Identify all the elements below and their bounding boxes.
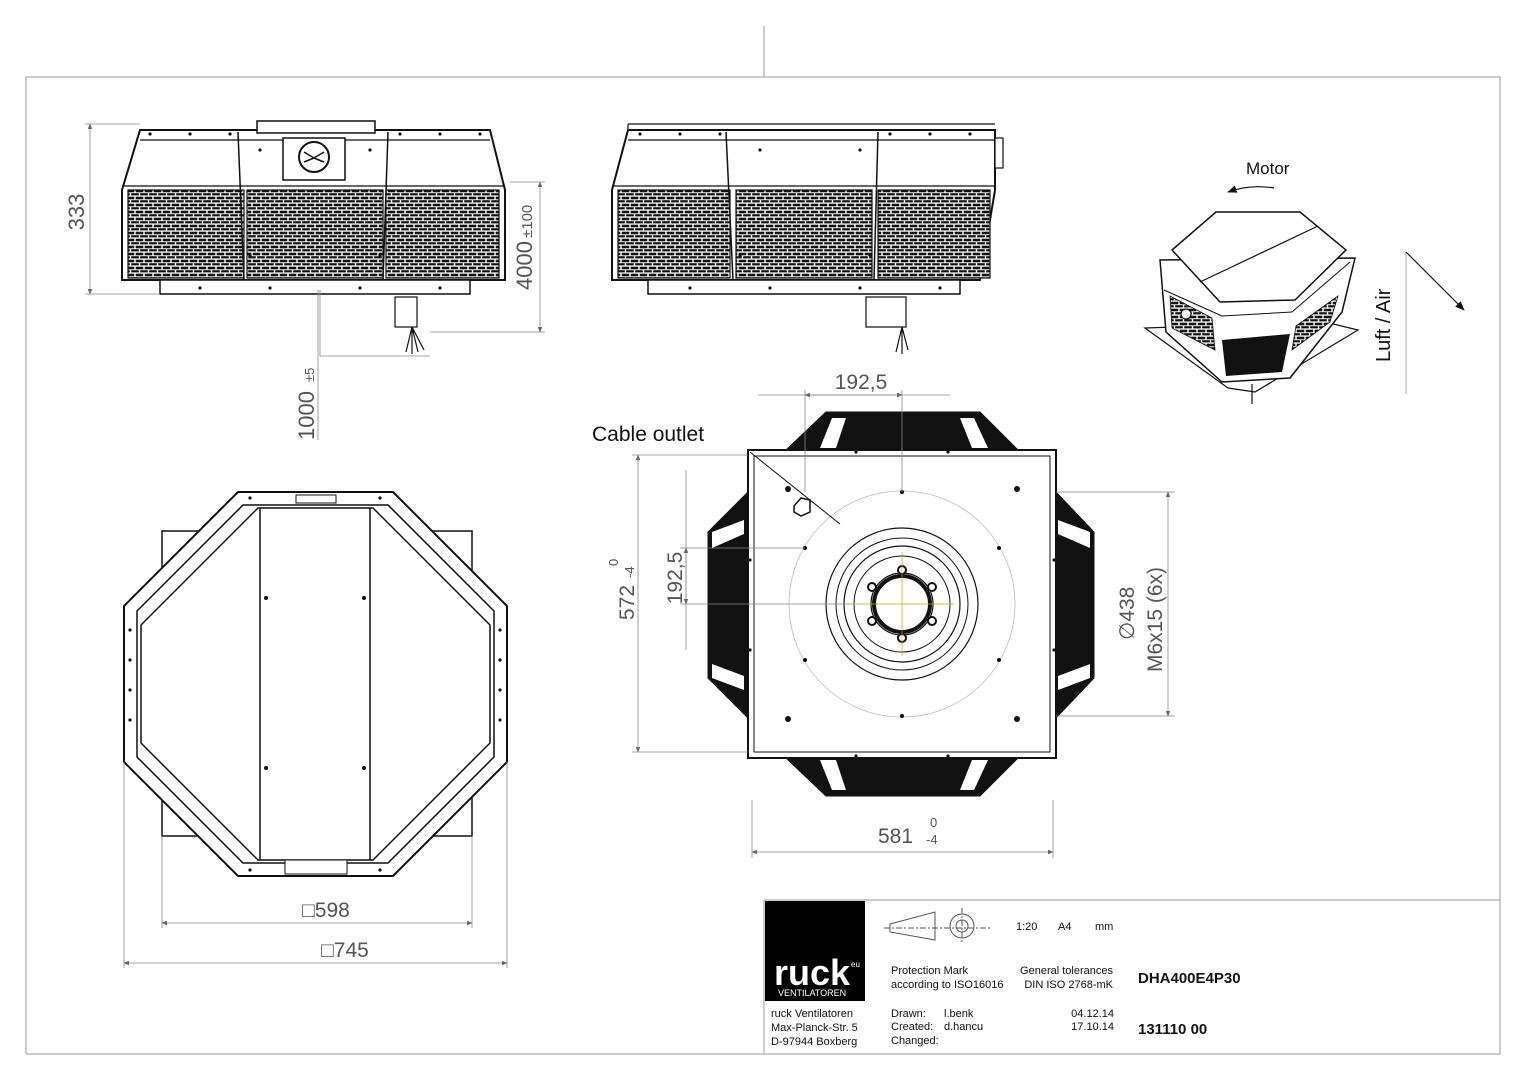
dim-diameter-438: ∅438 <box>1116 587 1139 640</box>
protection-mark-2: according to ISO16016 <box>891 979 1004 991</box>
front-view-dimensions <box>85 123 545 440</box>
dim-cable-4000: 4000 <box>512 241 537 290</box>
company-logo-sup: eu <box>851 960 860 969</box>
bottom-view <box>707 411 1095 797</box>
scale: 1:20 <box>1016 921 1037 933</box>
dim-height-572-tol-lower: -4 <box>622 566 637 578</box>
side-view <box>611 123 1004 354</box>
created-label: Created: <box>891 1021 933 1033</box>
dim-cable-tolerance: ±100 <box>519 205 536 238</box>
dim-width-581: 581 <box>878 825 913 848</box>
unit: mm <box>1095 921 1113 933</box>
company-logo: ruck <box>774 952 851 993</box>
label-cable-outlet: Cable outlet <box>592 423 704 446</box>
general-tolerances-2: DIN ISO 2768-mK <box>1024 979 1113 991</box>
dim-height-572: 572 <box>616 585 639 620</box>
drawn-label: Drawn: <box>891 1008 926 1020</box>
company-city: D-97944 Boxberg <box>771 1036 857 1048</box>
paper-format: A4 <box>1058 921 1071 933</box>
changed-label: Changed: <box>891 1035 939 1047</box>
dim-height-333: 333 <box>64 194 89 231</box>
dim-height-572-tol-upper: 0 <box>606 559 621 566</box>
label-motor: Motor <box>1246 159 1290 178</box>
dim-side-192-5: 192,5 <box>664 552 687 605</box>
protection-mark-1: Protection Mark <box>891 965 969 977</box>
created-date: 17.10.14 <box>1071 1021 1114 1033</box>
dim-square-745: □745 <box>321 939 369 962</box>
drawing-number: 131110 00 <box>1138 1021 1207 1038</box>
dim-width-581-tol-lower: -4 <box>926 832 938 847</box>
bottom-view-dimensions <box>632 390 1175 858</box>
tolerance-symbol-icon <box>884 908 990 944</box>
general-tolerances-1: General tolerances <box>1020 965 1113 977</box>
isometric-view <box>1143 185 1465 404</box>
cable-outlet-leader <box>749 451 841 525</box>
title-block <box>763 899 1500 1054</box>
dim-top-192-5: 192,5 <box>835 371 888 394</box>
dim-square-598: □598 <box>302 899 350 922</box>
drawn-date: 04.12.14 <box>1071 1008 1114 1020</box>
dim-1000: 1000 <box>294 391 319 440</box>
created-by: d.hancu <box>944 1021 983 1033</box>
company-logo-sub: VENTILATOREN <box>778 988 846 998</box>
drawn-by: l.benk <box>944 1008 974 1020</box>
dim-1000-tolerance: ±5 <box>302 368 317 382</box>
label-air-flow: Luft / Air <box>1373 288 1395 362</box>
product-code: DHA400E4P30 <box>1138 970 1241 987</box>
top-view-dimensions <box>123 762 508 968</box>
dim-width-581-tol-upper: 0 <box>930 815 937 830</box>
front-view <box>121 120 506 354</box>
company-name: ruck Ventilatoren <box>771 1008 853 1020</box>
top-view <box>123 491 508 877</box>
company-street: Max-Planck-Str. 5 <box>771 1022 858 1034</box>
drawing-frame <box>25 26 1501 1055</box>
dim-holes-m6x15: M6x15 (6x) <box>1144 567 1167 672</box>
